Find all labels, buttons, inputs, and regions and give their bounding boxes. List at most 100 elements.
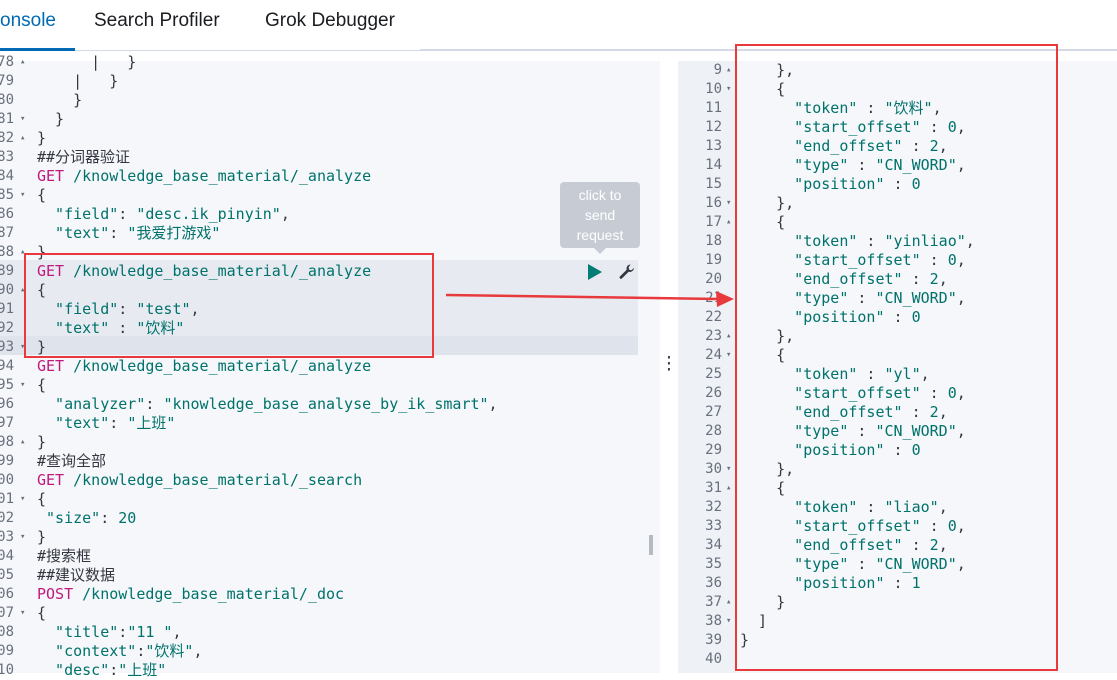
- wrench-icon[interactable]: [617, 262, 637, 282]
- code-token: ,: [172, 623, 182, 641]
- editor-scrollbar[interactable]: [649, 535, 653, 555]
- fold-toggle-icon[interactable]: ▴: [726, 483, 732, 493]
- play-icon[interactable]: [587, 263, 603, 281]
- code-text: "context":"饮料",: [37, 642, 202, 661]
- code-token: "text": [37, 224, 110, 242]
- fold-toggle-icon[interactable]: ▴: [20, 133, 26, 143]
- line-number: 91: [0, 301, 14, 317]
- code-token: :: [902, 536, 930, 554]
- pane-resize-handle[interactable]: ···: [664, 348, 674, 379]
- code-token: ,: [956, 384, 966, 402]
- code-text: "text": "我爱打游戏": [37, 224, 220, 243]
- code-text: GET /knowledge_base_material/_analyze: [37, 357, 371, 376]
- code-token: GET: [37, 471, 65, 489]
- tab-console[interactable]: onsole: [0, 0, 75, 51]
- line-number: 16: [705, 195, 722, 211]
- fold-toggle-icon[interactable]: ▾: [726, 84, 732, 94]
- code-token: "position": [740, 441, 885, 459]
- fold-toggle-icon[interactable]: ▾: [20, 494, 26, 504]
- fold-toggle-icon[interactable]: ▾: [726, 198, 732, 208]
- output-line: 28 "type" : "CN_WORD",: [678, 422, 1117, 441]
- code-token: "CN_WORD": [875, 289, 957, 307]
- code-token: :: [118, 623, 128, 641]
- line-number: 10: [0, 662, 14, 678]
- code-token: "text": [37, 319, 110, 337]
- line-number: 27: [705, 404, 722, 420]
- fold-toggle-icon[interactable]: ▴: [726, 65, 732, 75]
- tab-search-profiler[interactable]: Search Profiler: [94, 10, 220, 31]
- fold-toggle-icon[interactable]: ▾: [726, 616, 732, 626]
- code-token: :: [884, 175, 912, 193]
- line-number: 23: [705, 328, 722, 344]
- code-text: "start_offset" : 0,: [740, 384, 966, 403]
- output-line: 23 },▴: [678, 327, 1117, 346]
- code-text: }: [37, 91, 82, 110]
- code-text: "end_offset" : 2,: [740, 270, 948, 289]
- fold-toggle-icon[interactable]: ▴: [20, 437, 26, 447]
- line-number: 24: [705, 347, 722, 363]
- line-number: 20: [705, 271, 722, 287]
- code-text: }: [37, 338, 46, 357]
- code-text: "field": "test",: [37, 300, 200, 319]
- code-token: "token": [740, 498, 858, 516]
- editor-line: 79 | }: [0, 72, 640, 91]
- code-text: | }: [37, 72, 118, 91]
- fold-toggle-icon[interactable]: ▾: [20, 532, 26, 542]
- code-text: }: [37, 243, 46, 262]
- fold-toggle-icon[interactable]: ▴: [726, 217, 732, 227]
- code-token: "饮料": [136, 319, 185, 337]
- code-token: {: [37, 376, 47, 394]
- code-token: }: [37, 110, 65, 128]
- code-text: {: [740, 213, 785, 232]
- fold-toggle-icon[interactable]: ▴: [20, 57, 26, 67]
- line-number: 18: [705, 233, 722, 249]
- code-text: {: [740, 479, 785, 498]
- code-token: :: [902, 270, 930, 288]
- fold-toggle-icon[interactable]: ▴: [726, 331, 732, 341]
- fold-toggle-icon[interactable]: ▾: [20, 342, 26, 352]
- code-text: | }: [37, 53, 136, 72]
- code-token: 20: [118, 509, 137, 527]
- code-text: "start_offset" : 0,: [740, 251, 966, 270]
- fold-toggle-icon[interactable]: ▾: [20, 608, 26, 618]
- code-token: "size": [37, 509, 101, 527]
- fold-toggle-icon[interactable]: ▾: [20, 190, 26, 200]
- code-text: "token" : "yinliao",: [740, 232, 975, 251]
- code-token: }: [740, 631, 750, 649]
- line-number: 29: [705, 442, 722, 458]
- code-text: "start_offset" : 0,: [740, 118, 966, 137]
- line-number: 28: [705, 423, 722, 439]
- code-token: {: [740, 479, 786, 497]
- code-token: }: [37, 91, 83, 109]
- fold-toggle-icon[interactable]: ▾: [20, 114, 26, 124]
- code-text: }: [740, 593, 785, 612]
- editor-line: 90{▴: [0, 281, 640, 300]
- code-token: "type": [740, 555, 849, 573]
- code-token: {: [37, 490, 47, 508]
- fold-toggle-icon[interactable]: ▴: [726, 597, 732, 607]
- code-text: "type" : "CN_WORD",: [740, 156, 966, 175]
- output-line: 12 "start_offset" : 0,: [678, 118, 1117, 137]
- code-text: "position" : 1: [740, 574, 920, 593]
- line-number: 96: [0, 396, 14, 412]
- editor-line: 09 "context":"饮料",: [0, 642, 640, 661]
- code-token: ,: [956, 289, 966, 307]
- fold-toggle-icon[interactable]: ▴: [20, 247, 26, 257]
- code-token: ,: [280, 205, 290, 223]
- fold-toggle-icon[interactable]: ▴: [20, 285, 26, 295]
- line-number: 06: [0, 586, 14, 602]
- code-token: :: [857, 99, 885, 117]
- fold-toggle-icon[interactable]: ▾: [726, 464, 732, 474]
- code-text: "position" : 0: [740, 308, 920, 327]
- code-token: "test": [136, 300, 191, 318]
- tab-grok-debugger[interactable]: Grok Debugger: [265, 10, 395, 31]
- fold-toggle-icon[interactable]: ▾: [20, 380, 26, 390]
- output-line: 15 "position" : 0: [678, 175, 1117, 194]
- output-line: 33 "start_offset" : 0,: [678, 517, 1117, 536]
- fold-toggle-icon[interactable]: ▾: [726, 350, 732, 360]
- code-token: "token": [740, 365, 858, 383]
